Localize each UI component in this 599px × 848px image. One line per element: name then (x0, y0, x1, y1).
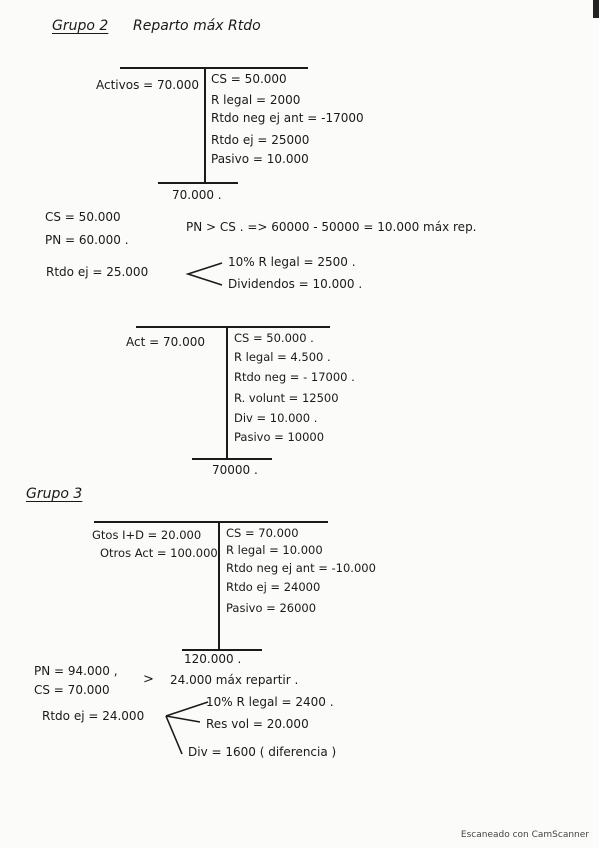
t1-right-line: Pasivo = 10.000 (211, 152, 309, 166)
t2-divider (226, 327, 228, 459)
g3-dist-legal: 10% R legal = 2400 . (206, 695, 334, 709)
t3-top-line (94, 521, 328, 523)
t2-total: 70000 . (212, 463, 258, 477)
camscanner-footer: Escaneado con CamScanner (460, 830, 589, 840)
g2-rtdo-ej: Rtdo ej = 25.000 (46, 265, 149, 279)
t2-bottom-line (192, 458, 272, 460)
t2-right-line: CS = 50.000 . (234, 331, 314, 345)
t1-divider (204, 68, 206, 182)
g2-brace-arrow (185, 262, 223, 286)
t2-right-line: Div = 10.000 . (234, 411, 318, 425)
g3-rtdo-ej: Rtdo ej = 24.000 (42, 709, 145, 723)
t3-left-line: Gtos I+D = 20.000 (92, 528, 202, 542)
t2-right-line: R. volunt = 12500 (234, 391, 339, 405)
g3-pn: PN = 94.000 , (34, 664, 118, 678)
t3-left-line: Otros Act = 100.000 (100, 546, 218, 560)
t3-bottom-line (182, 649, 262, 651)
t1-right-line: Rtdo neg ej ant = -17000 (211, 111, 364, 125)
t3-divider (218, 522, 220, 650)
t1-top-line (120, 67, 308, 69)
g2-dist-div: Dividendos = 10.000 . (228, 277, 363, 291)
g2-compare: PN > CS . => 60000 - 50000 = 10.000 máx … (186, 220, 477, 234)
t3-right-line: Rtdo ej = 24000 (226, 580, 321, 594)
t2-top-line (136, 326, 330, 328)
g2-cs: CS = 50.000 (45, 210, 121, 224)
g3-cs: CS = 70.000 (34, 683, 110, 697)
t3-total: 120.000 . (184, 652, 242, 666)
t3-right-line: CS = 70.000 (226, 526, 299, 540)
g3-dist-resvol: Res vol = 20.000 (206, 717, 309, 731)
t3-right-line: R legal = 10.000 (226, 543, 323, 557)
t1-right-line: Rtdo ej = 25000 (211, 133, 310, 147)
grupo2-title: Grupo 2 (52, 18, 109, 34)
g2-pn: PN = 60.000 . (45, 233, 129, 247)
t2-left-act: Act = 70.000 (126, 335, 205, 349)
t2-right-line: Pasivo = 10000 (234, 430, 325, 444)
t3-right-line: Rtdo neg ej ant = -10.000 (226, 561, 376, 575)
t3-right-line: Pasivo = 26000 (226, 601, 317, 615)
scan-edge-mark (593, 0, 599, 18)
g3-dist-div: Div = 1600 ( diferencia ) (188, 745, 337, 759)
t1-bottom-line (158, 182, 238, 184)
g3-brace-arrows (165, 701, 209, 755)
t1-right-line: R legal = 2000 (211, 93, 301, 107)
grupo3-title: Grupo 3 (26, 486, 83, 502)
t1-total: 70.000 . (172, 188, 222, 202)
g2-dist-legal: 10% R legal = 2500 . (228, 255, 356, 269)
grupo2-subtitle: Reparto máx Rtdo (133, 18, 261, 34)
t2-right-line: Rtdo neg = - 17000 . (234, 370, 355, 384)
t1-left-activos: Activos = 70.000 . (96, 78, 207, 92)
g3-max-repartir: 24.000 máx repartir . (170, 673, 299, 687)
t1-right-line: CS = 50.000 (211, 72, 287, 86)
t2-right-line: R legal = 4.500 . (234, 350, 331, 364)
g3-greater-sign: > (143, 672, 154, 687)
